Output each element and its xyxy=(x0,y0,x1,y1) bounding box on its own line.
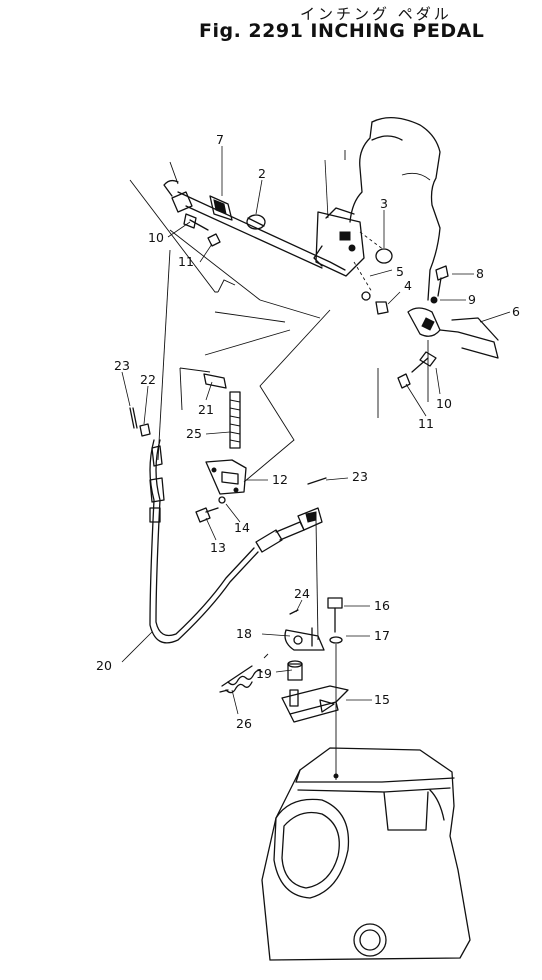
callout-19: 19 xyxy=(256,666,272,681)
callout-2: 2 xyxy=(258,166,266,181)
cotter-pin-23-right xyxy=(307,477,327,641)
callout-10: 10 xyxy=(148,230,164,245)
diagram-title-japanese: インチング ペダル xyxy=(300,5,452,23)
control-rod xyxy=(157,229,261,461)
bolt-8 xyxy=(430,265,449,304)
lever-18 xyxy=(284,609,325,651)
callout-10: 10 xyxy=(436,396,452,411)
spring-26 xyxy=(219,653,269,694)
callout-9: 9 xyxy=(468,292,476,307)
callout-7: 7 xyxy=(216,132,224,147)
callout-12: 12 xyxy=(272,472,288,487)
pedal-6 xyxy=(407,307,511,359)
callout-18: 18 xyxy=(236,626,252,641)
bracket-15 xyxy=(281,685,349,723)
callout-14: 14 xyxy=(234,520,250,535)
bolt-16 xyxy=(327,597,343,780)
spacer-19 xyxy=(287,660,303,681)
bolt-10-upper xyxy=(183,213,221,247)
callout-13: 13 xyxy=(210,540,226,555)
bolt-10-right xyxy=(397,351,437,389)
diagram-title: Fig. 2291 INCHING PEDAL xyxy=(199,20,485,42)
leader-lines xyxy=(121,146,474,715)
callout-23: 23 xyxy=(114,358,130,373)
callout-6: 6 xyxy=(512,304,520,319)
cable-20 xyxy=(149,439,323,644)
bolt-13 xyxy=(195,496,226,523)
callout-16: 16 xyxy=(374,598,390,613)
callout-4: 4 xyxy=(404,278,412,293)
callout-21: 21 xyxy=(198,402,214,417)
callout-25: 25 xyxy=(186,426,202,441)
callout-15: 15 xyxy=(374,692,390,707)
bracket-12 xyxy=(205,309,331,495)
callout-26: 26 xyxy=(236,716,252,731)
pin-21-spring-25 xyxy=(179,367,241,449)
callout-22: 22 xyxy=(140,372,156,387)
callout-11: 11 xyxy=(178,254,194,269)
callout-23: 23 xyxy=(352,469,368,484)
callout-20: 20 xyxy=(96,658,112,673)
cotter-pin-23-left xyxy=(129,407,151,437)
frame-body-outline xyxy=(349,117,441,418)
callout-3: 3 xyxy=(380,196,388,211)
pedal-shaft-assembly xyxy=(129,150,393,356)
transmission-housing xyxy=(261,747,471,961)
callout-labels: 7 2 3 10 11 5 8 4 9 6 23 22 10 21 11 25 … xyxy=(96,132,520,731)
callout-8: 8 xyxy=(476,266,484,281)
callout-11: 11 xyxy=(418,416,434,431)
callout-17: 17 xyxy=(374,628,390,643)
callout-24: 24 xyxy=(294,586,310,601)
callout-5: 5 xyxy=(396,264,404,279)
